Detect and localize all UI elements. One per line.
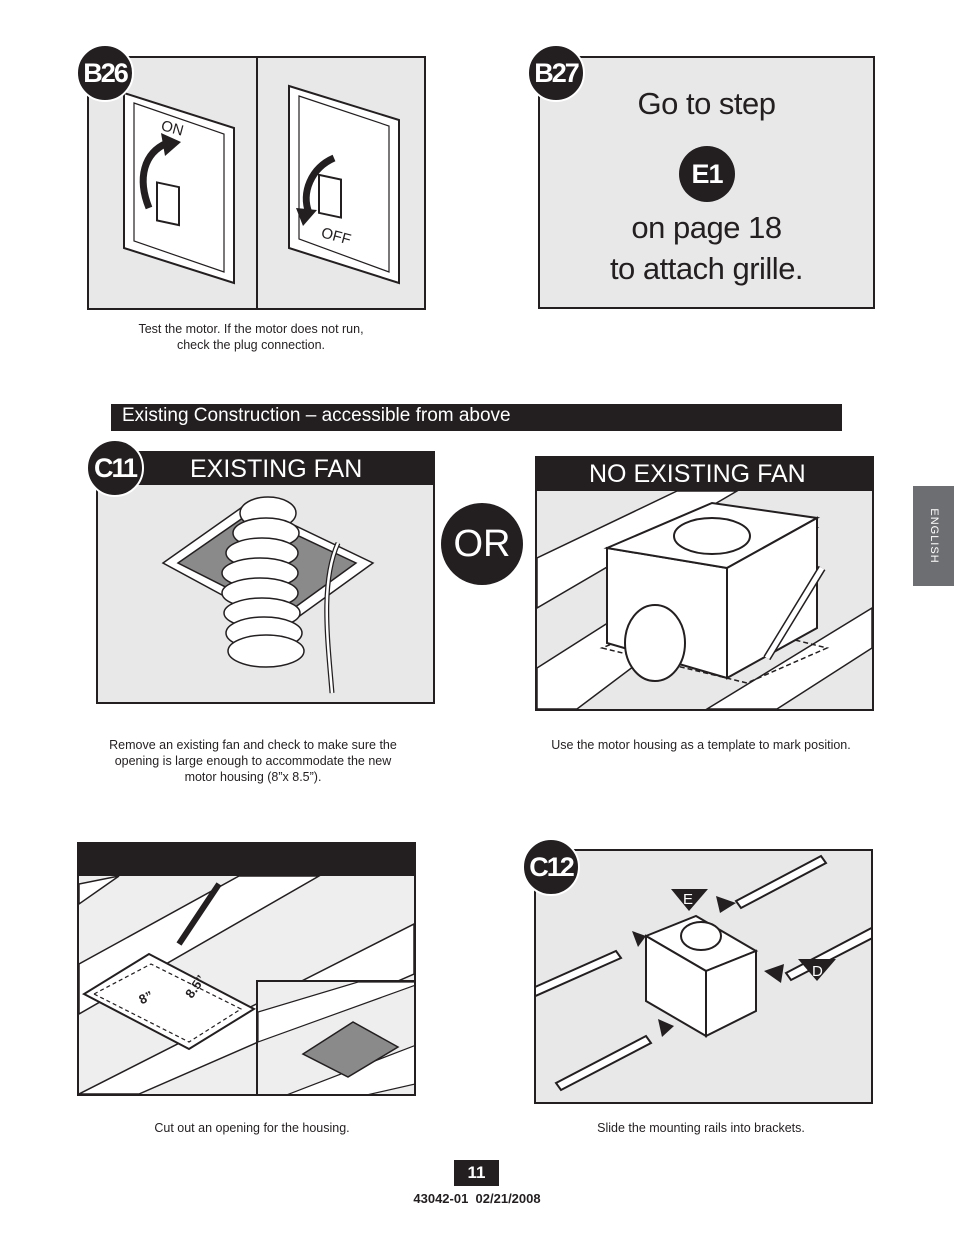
- language-side-tab-label: ENGLISH: [927, 508, 940, 564]
- page-number: 11: [454, 1160, 499, 1186]
- existing-fan-caption-line2: opening is large enough to accommodate t…: [114, 754, 392, 768]
- motor-housing-template-illustration: [537, 490, 872, 709]
- b27-panel: Go to step E1 on page 18 to attach grill…: [538, 56, 875, 309]
- b26-caption-line2: check the plug connection.: [176, 338, 326, 352]
- no-existing-fan-caption: Use the motor housing as a template to m…: [551, 738, 851, 752]
- b26-caption-line1: Test the motor. If the motor does not ru…: [138, 322, 364, 336]
- b27-line2: on page 18: [631, 210, 782, 245]
- step-badge-c12: C12: [522, 838, 580, 896]
- b27-line3: to attach grille.: [609, 251, 804, 286]
- switch-illustration: [123, 58, 400, 308]
- existing-fan-caption: Remove an existing fan and check to make…: [80, 737, 426, 785]
- cut-opening-panel: 8” 8.5”: [77, 842, 416, 1096]
- mounting-rails-illustration: [536, 854, 871, 1092]
- step-badge-e1: E1: [679, 146, 735, 202]
- b27-line1: Go to step: [637, 86, 776, 121]
- cut-opening-header-bar: [79, 844, 414, 876]
- cut-opening-caption: Cut out an opening for the housing.: [154, 1121, 350, 1135]
- existing-fan-caption-line3: motor housing (8”x 8.5”).: [184, 770, 322, 784]
- step-badge-b26: B26: [76, 44, 134, 102]
- document-id: 43042-01 02/21/2008: [413, 1191, 541, 1206]
- inset-opening-illustration: [258, 982, 414, 1094]
- b26-panel: ON OFF: [87, 56, 426, 310]
- cut-opening-illustration: [79, 875, 414, 1094]
- language-side-tab: ENGLISH: [913, 486, 954, 586]
- c12-caption: Slide the mounting rails into brackets.: [597, 1121, 805, 1135]
- no-existing-fan-title: NO EXISTING FAN: [537, 458, 872, 491]
- bracket-d-label: D: [812, 963, 823, 980]
- b26-caption: Test the motor. If the motor does not ru…: [96, 321, 406, 353]
- cut-opening-inset: [256, 980, 414, 1094]
- existing-fan-illustration: [161, 496, 375, 694]
- section-header: Existing Construction – accessible from …: [111, 404, 842, 431]
- existing-fan-caption-line1: Remove an existing fan and check to make…: [109, 738, 397, 752]
- existing-fan-title: EXISTING FAN: [98, 453, 433, 485]
- c12-panel: E D: [534, 849, 873, 1104]
- existing-fan-panel: EXISTING FAN: [96, 451, 435, 704]
- bracket-e-label: E: [683, 891, 694, 908]
- step-badge-b27: B27: [527, 44, 585, 102]
- or-circle: OR: [441, 503, 523, 585]
- no-existing-fan-panel: NO EXISTING FAN: [535, 456, 874, 711]
- step-badge-c11: C11: [86, 439, 144, 497]
